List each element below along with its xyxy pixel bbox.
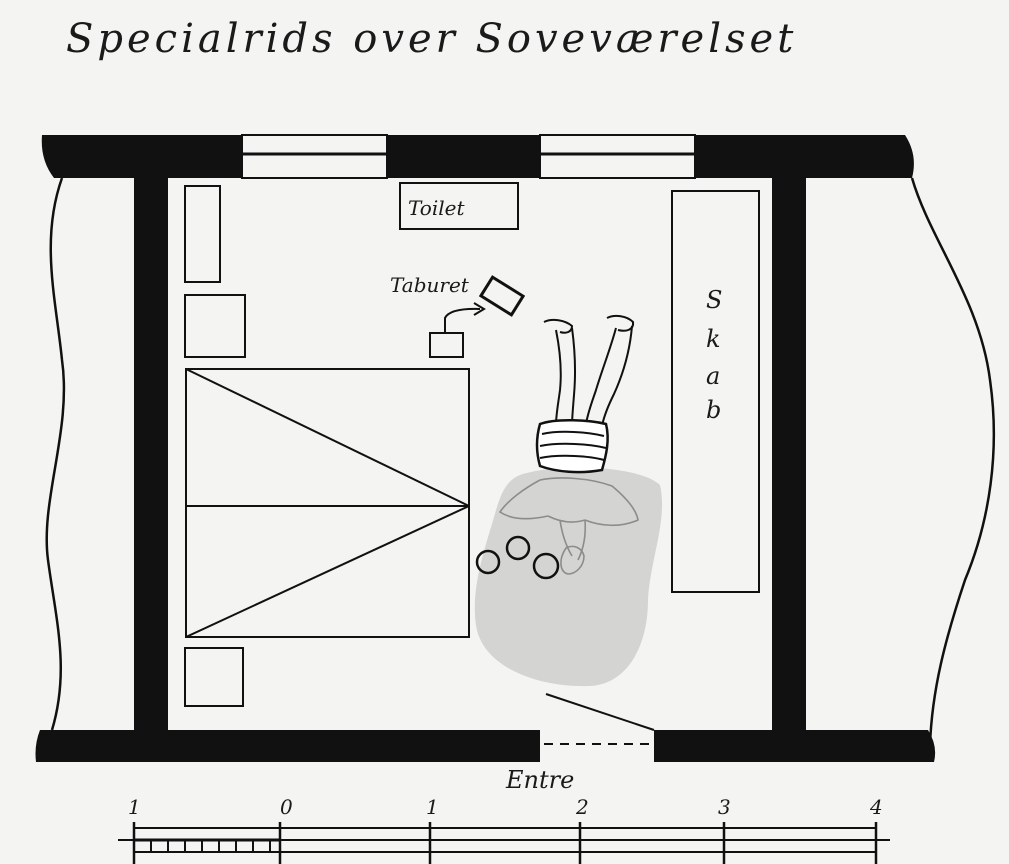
plan-title: Specialrids over Soveværelset [66,16,797,62]
scale-tick-label-4: 4 [869,795,883,819]
stool-displaced [478,275,526,317]
entre-label: Entre [505,766,574,794]
mark-circle-1 [475,549,501,575]
scale-tick-label-2: 2 [575,795,589,819]
nightstand-lower [184,647,244,707]
toilet-table [399,182,519,230]
scale-tick-label-3: 3 [718,795,731,819]
bed [185,368,470,638]
left-break-line [45,177,66,731]
bottom-wall-right [654,730,936,762]
stool-move-arrow [444,307,481,333]
skab-letter-a: a [706,362,720,390]
bottom-wall-left [35,730,540,762]
scale-tick-label-1: 1 [426,795,439,819]
mark-circle-3 [532,552,560,580]
skab-letter-s: S [706,286,722,314]
victim-figure [498,314,639,575]
shelf-upper-left [184,185,221,283]
scale-bar: 1 0 1 2 3 4 [118,795,890,864]
right-break-line [910,177,996,746]
right-wall [772,175,806,735]
stool-arrow-head [473,302,486,316]
scale-tick-label-1-left: 1 [128,795,141,819]
stool-original [429,332,464,358]
top-wall-right [695,135,914,178]
top-wall-middle [387,135,540,178]
door-leaf [545,693,655,731]
nightstand-upper [184,294,246,358]
body-shading [474,467,663,687]
left-wall [134,175,168,735]
toilet-label: Toilet [408,196,465,220]
wardrobe [671,190,760,593]
top-wall-left [41,135,242,178]
window-right [539,134,696,179]
taburet-label: Taburet [390,273,470,297]
mark-circle-2 [505,535,531,561]
scale-tick-label-0: 0 [280,795,293,819]
window-left [241,134,388,179]
skab-letter-b: b [706,396,721,424]
skab-letter-k: k [706,325,721,353]
